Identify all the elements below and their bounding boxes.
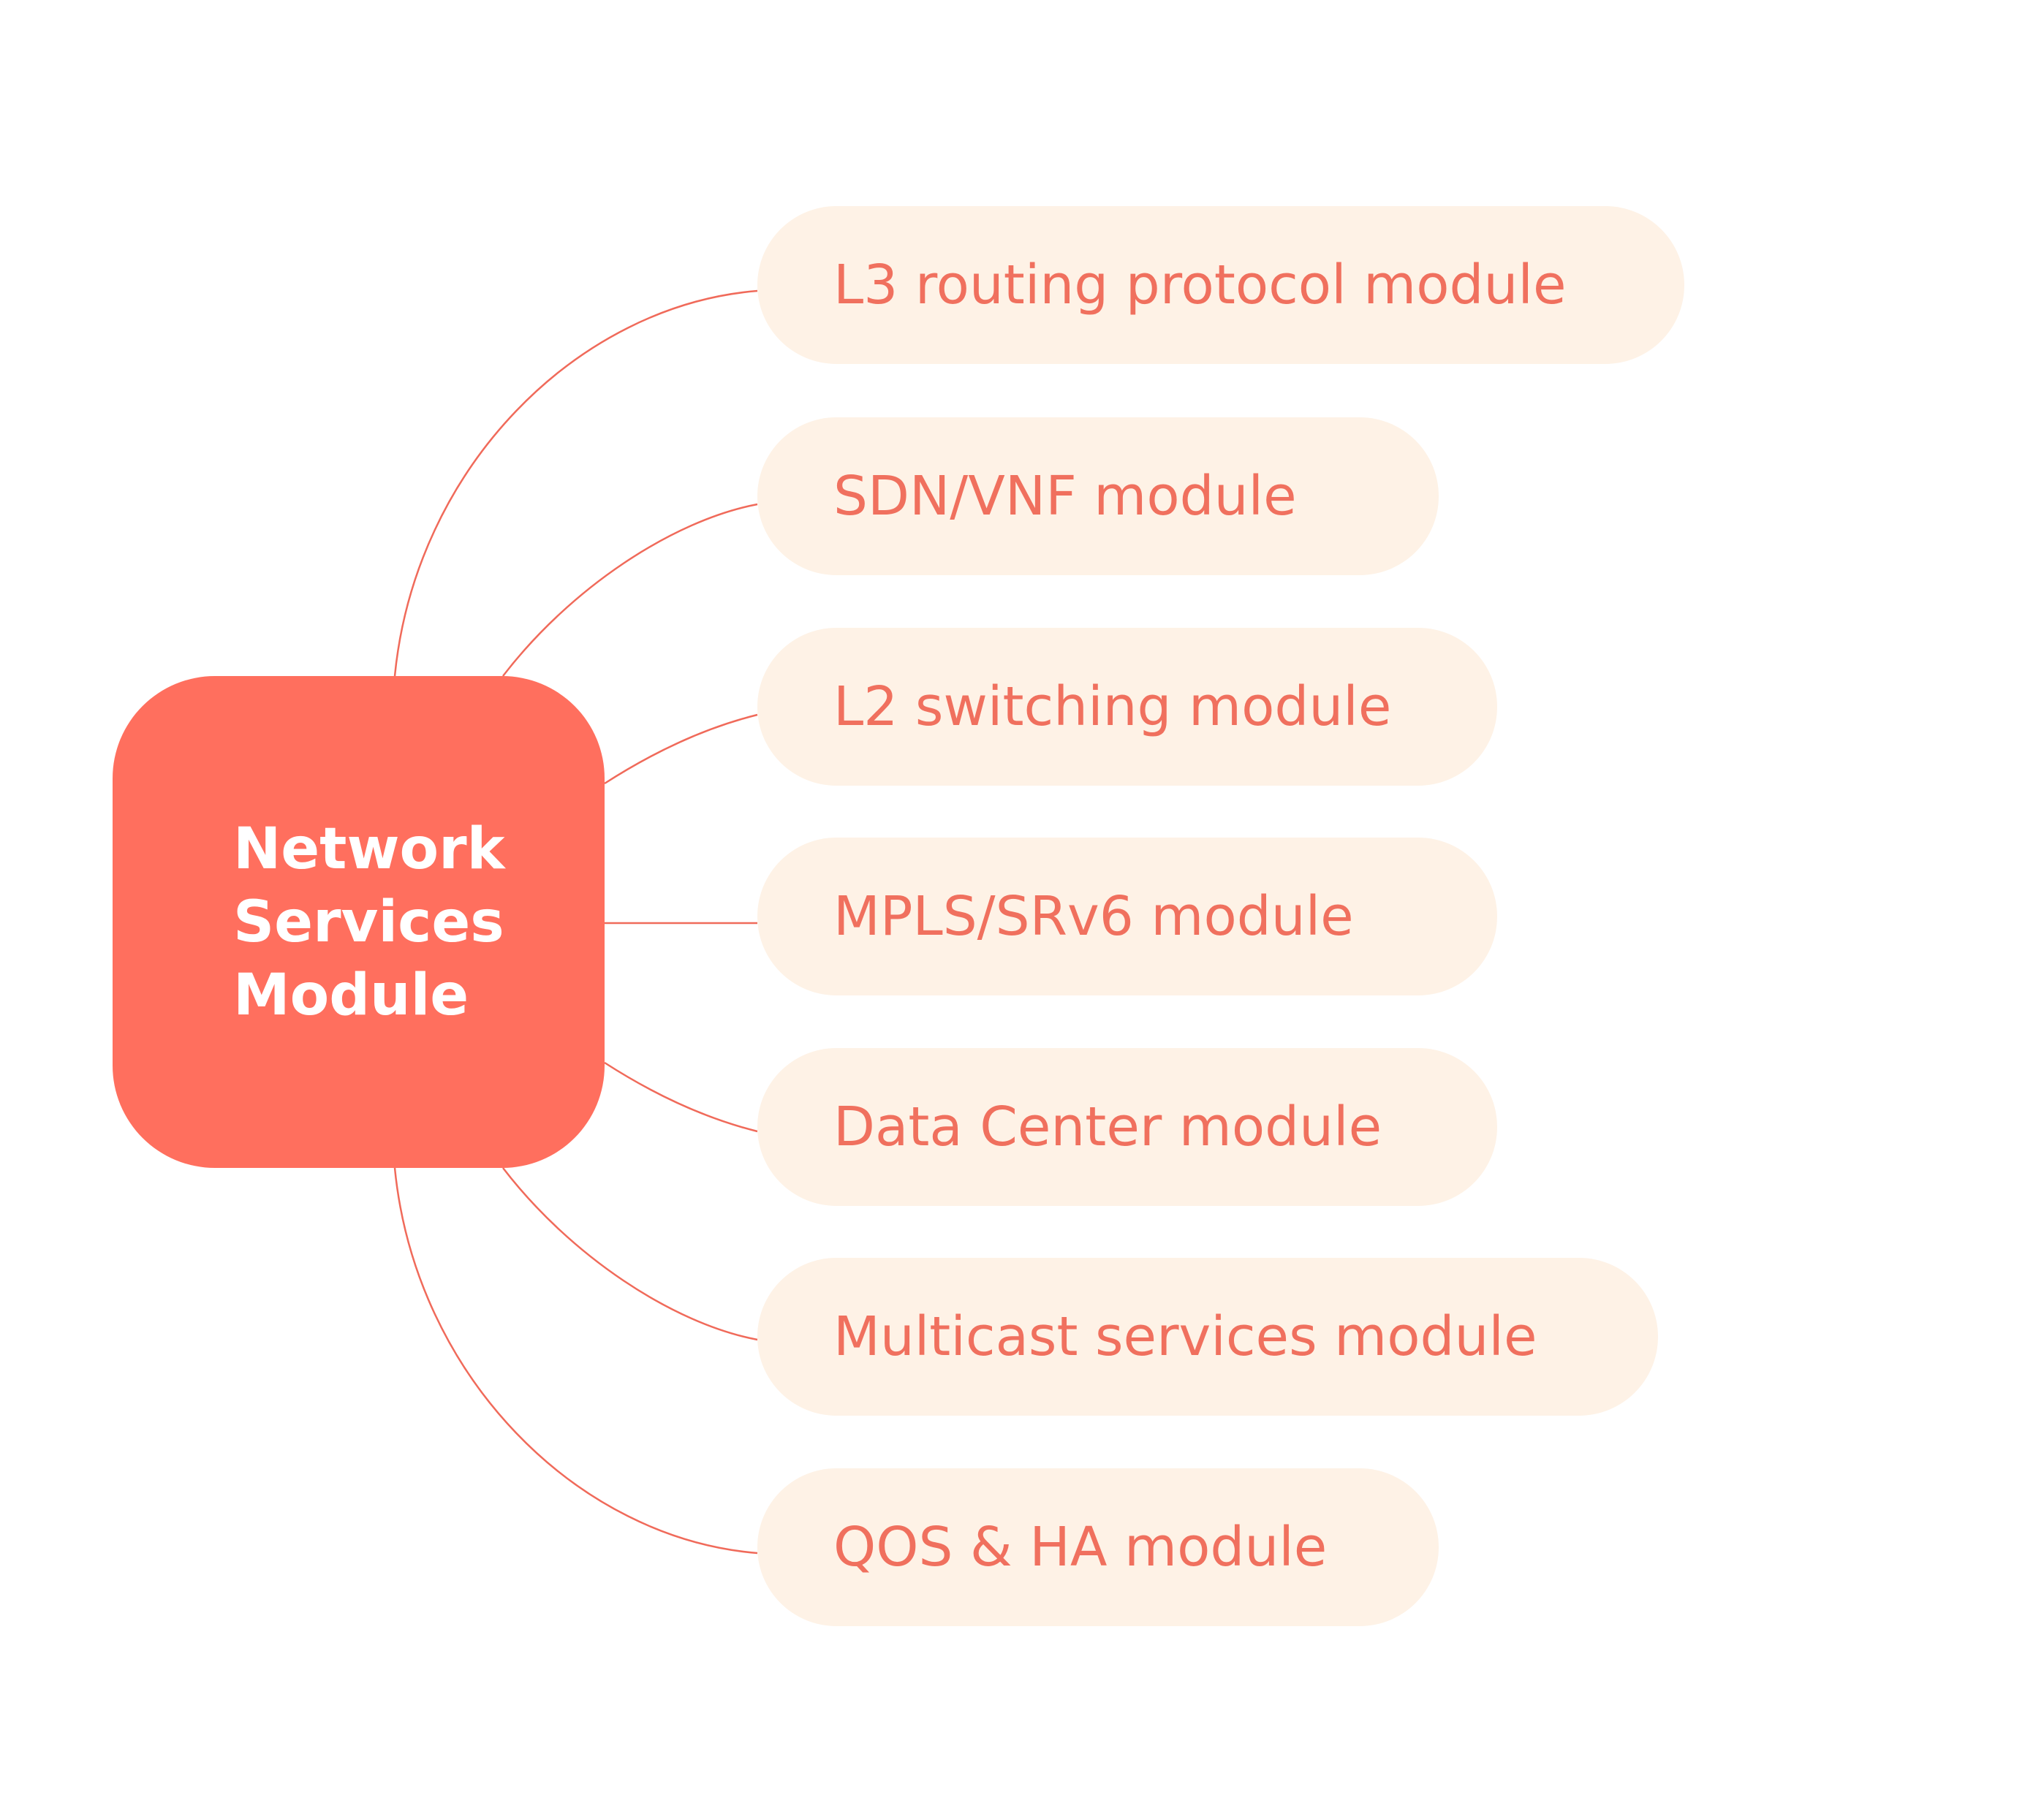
module-label: QOS & HA module <box>833 1516 1328 1579</box>
module-node-multicast: Multicast services module <box>757 1258 1658 1416</box>
connector-sdn-vnf <box>502 503 758 677</box>
module-label: SDN/VNF module <box>833 465 1297 528</box>
module-label: Data Center module <box>833 1096 1382 1158</box>
module-node-l2-switching: L2 switching module <box>757 628 1497 786</box>
hub-title-line: Module <box>233 962 469 1028</box>
module-node-sdn-vnf: SDN/VNF module <box>757 417 1439 575</box>
connector-l2-switching <box>604 713 758 785</box>
network-services-module-hub: Network Services Module <box>113 676 605 1168</box>
module-label: MPLS/SRv6 module <box>833 885 1354 948</box>
connector-qos-ha <box>393 1167 758 1555</box>
module-node-l3-routing: L3 routing protocol module <box>757 206 1684 364</box>
module-node-qos-ha: QOS & HA module <box>757 1468 1439 1626</box>
module-label: L2 switching module <box>833 675 1392 738</box>
hub-title-line: Network <box>233 816 505 882</box>
connector-multicast <box>502 1167 758 1341</box>
hub-title-line: Services <box>233 889 504 955</box>
connector-l3-routing <box>393 289 758 677</box>
module-node-data-center: Data Center module <box>757 1048 1497 1206</box>
module-label: L3 routing protocol module <box>833 254 1567 316</box>
module-node-mpls-srv6: MPLS/SRv6 module <box>757 838 1497 995</box>
module-label: Multicast services module <box>833 1305 1537 1368</box>
connector-data-center <box>604 1061 758 1133</box>
